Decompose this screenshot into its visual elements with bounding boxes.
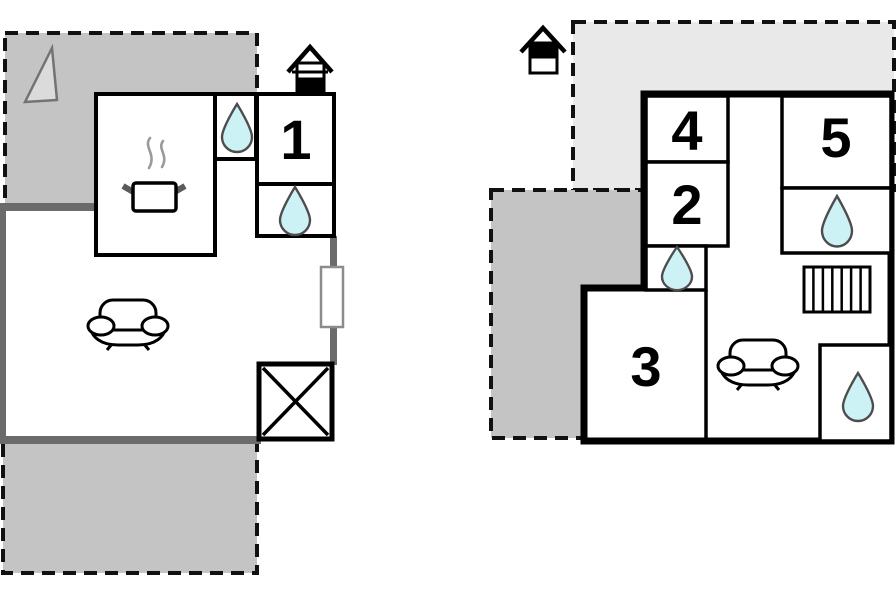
north-arrow-icon xyxy=(22,43,59,104)
ground-floor-footprint xyxy=(0,92,336,443)
cross-box xyxy=(256,361,335,442)
room-4-number: 4 xyxy=(671,99,702,162)
ground-floor-plan: 1 xyxy=(0,31,345,575)
terrace-lower xyxy=(1,439,259,575)
cooking-pot-icon xyxy=(121,136,187,213)
house-level-icon-ground xyxy=(286,43,334,94)
room-1 xyxy=(255,92,336,186)
water-drop-icon xyxy=(841,370,875,423)
water-drop-icon xyxy=(820,193,854,248)
stairs-icon xyxy=(802,265,872,314)
gray-walls xyxy=(0,203,337,444)
water-drop-icon xyxy=(660,244,694,292)
upper-floor-plan: 4 2 5 3 xyxy=(489,20,896,445)
house-level-icon-upper xyxy=(519,24,567,75)
water-drop-icon xyxy=(278,184,312,237)
water-drop-icon xyxy=(220,101,254,154)
sofa-icon xyxy=(716,338,800,391)
kitchen-room xyxy=(94,92,217,257)
window-icon xyxy=(319,265,345,329)
room-3-number: 3 xyxy=(630,335,661,398)
room-4 xyxy=(644,94,730,164)
sofa-icon xyxy=(86,298,170,351)
room-2-number: 2 xyxy=(671,173,702,236)
room-2 xyxy=(644,160,730,248)
room-1-number: 1 xyxy=(280,108,311,171)
room-5-number: 5 xyxy=(820,106,851,169)
